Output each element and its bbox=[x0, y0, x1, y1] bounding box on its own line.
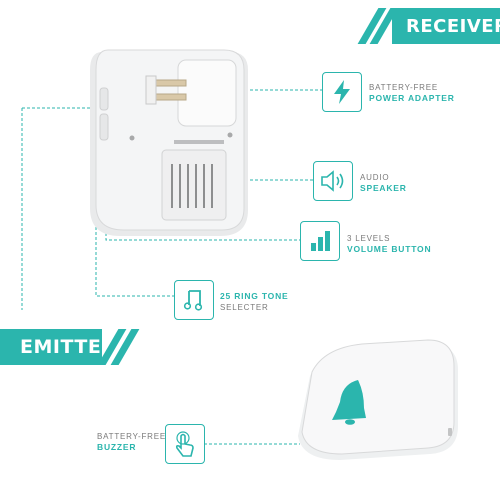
speaker-line1: AUDIO bbox=[360, 173, 390, 182]
speaker-label: AUDIO SPEAKER bbox=[360, 172, 407, 194]
ringtone-line1: 25 RING TONE bbox=[220, 291, 289, 301]
lightning-bolt-icon bbox=[334, 80, 350, 104]
volume-button-line1: 3 LEVELS bbox=[347, 234, 391, 243]
ringtone-label: 25 RING TONE SELECTER bbox=[220, 291, 289, 313]
receiver-device bbox=[90, 49, 248, 236]
emitter-device bbox=[298, 339, 458, 460]
buzzer-icon-box bbox=[165, 424, 205, 464]
ringtone-icon-box bbox=[174, 280, 214, 320]
buzzer-line2: BUZZER bbox=[97, 442, 137, 452]
ringtone-line2: SELECTER bbox=[220, 303, 269, 312]
power-adapter-line1: BATTERY-FREE bbox=[369, 83, 439, 92]
speaker-icon-box bbox=[313, 161, 353, 201]
power-adapter-icon-box bbox=[322, 72, 362, 112]
buzzer-label: BATTERY-FREE BUZZER bbox=[97, 431, 166, 453]
volume-button-label: 3 LEVELS VOLUME BUTTON bbox=[347, 233, 431, 255]
speaker-icon bbox=[321, 170, 344, 192]
music-note-icon bbox=[183, 290, 203, 311]
power-adapter-label: BATTERY-FREE POWER ADAPTER bbox=[369, 82, 455, 104]
volume-button-line2: VOLUME BUTTON bbox=[347, 244, 432, 254]
speaker-line2: SPEAKER bbox=[360, 183, 407, 193]
receiver-banner: RECEIVER bbox=[392, 8, 500, 44]
buzzer-line1: BATTERY-FREE bbox=[97, 432, 167, 441]
emitter-banner: EMITTER bbox=[0, 329, 116, 365]
volume-button-icon-box bbox=[300, 221, 340, 261]
power-adapter-line2: POWER ADAPTER bbox=[369, 93, 455, 103]
finger-press-icon bbox=[175, 431, 194, 457]
volume-bars-icon bbox=[311, 231, 330, 251]
